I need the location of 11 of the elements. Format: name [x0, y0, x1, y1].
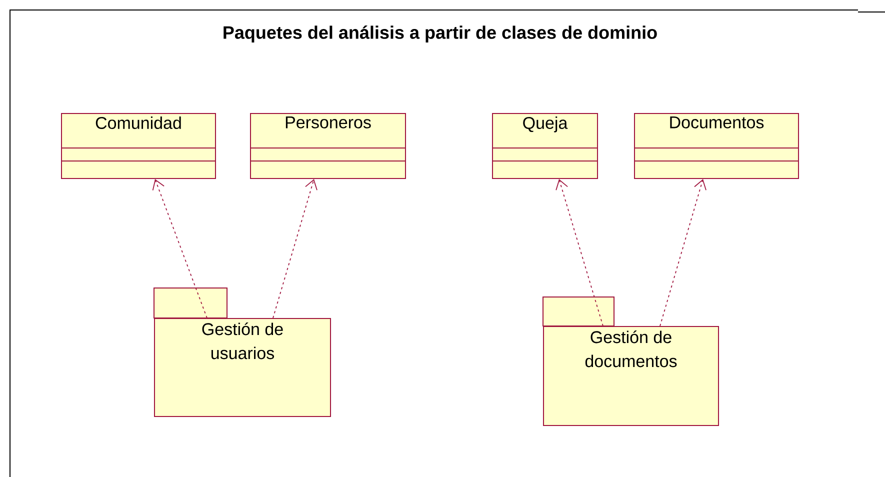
class-box: Documentos	[634, 113, 799, 179]
dependency-arrow	[556, 179, 604, 326]
class-box: Queja	[492, 113, 598, 179]
class-box: Personeros	[250, 113, 406, 179]
dependency-arrow	[660, 179, 706, 326]
package-box: Gestión de usuarios	[154, 288, 331, 417]
class-box: Comunidad	[60, 113, 216, 179]
dependency-arrow	[272, 179, 318, 318]
dependency-arrow	[152, 179, 208, 318]
package-box: Gestión de documentos	[542, 296, 719, 426]
title: Paquetes del análisis a partir de clases de dominio	[224, 26, 657, 42]
